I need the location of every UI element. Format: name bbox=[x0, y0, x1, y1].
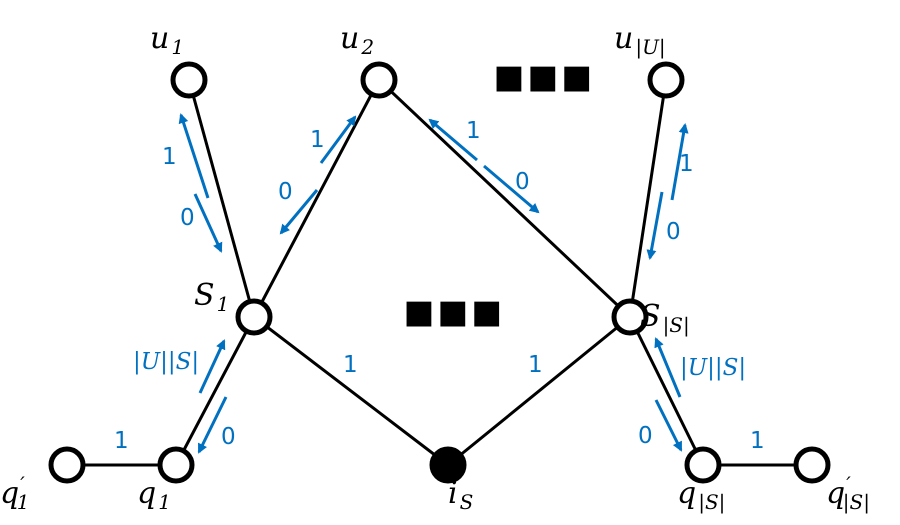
node-S1 bbox=[235, 298, 273, 336]
weight-u2-up: 1 bbox=[310, 127, 325, 153]
ellipsis-top: ▪▪▪ bbox=[492, 46, 594, 104]
arrow-u2-to-SS bbox=[483, 164, 540, 214]
weight-SS-iS: 1 bbox=[528, 352, 543, 378]
ellipsis-middle: ▪▪▪ bbox=[402, 281, 504, 339]
weight-uU-down: 0 bbox=[666, 219, 681, 245]
arrow-SS-to-qS bbox=[654, 399, 683, 452]
weight-q1-up: |U||S| bbox=[133, 349, 199, 375]
node-iS bbox=[429, 446, 467, 484]
edge-u1-S1 bbox=[187, 79, 256, 318]
node-q1p bbox=[48, 446, 86, 484]
label-qSp: q′|S| bbox=[826, 472, 870, 515]
edge-S1-iS bbox=[253, 315, 449, 467]
node-qSp bbox=[793, 446, 831, 484]
edge-uU-SS bbox=[628, 79, 668, 318]
arrow-u2-to-S1 bbox=[279, 189, 319, 235]
arrow-S1-to-u2 bbox=[319, 115, 357, 164]
weight-qS-qSp: 1 bbox=[750, 428, 765, 454]
arrow-SS-to-uU bbox=[670, 123, 689, 201]
edge-SS-iS bbox=[447, 315, 631, 467]
node-SS bbox=[611, 298, 649, 336]
weight-q1p-q1: 1 bbox=[114, 428, 129, 454]
weight-uU-up: 1 bbox=[679, 151, 694, 177]
edge-u2-SS bbox=[377, 78, 632, 319]
weight-qS-up: |U||S| bbox=[680, 355, 746, 381]
edge-S1-q1 bbox=[174, 316, 256, 466]
label-qS: q|S| bbox=[677, 476, 725, 515]
arrow-uU-to-SS bbox=[646, 191, 664, 260]
weight-u1-up: 1 bbox=[162, 144, 177, 170]
edge-SS-qS bbox=[628, 316, 705, 466]
arrow-u1-to-S1 bbox=[193, 193, 223, 253]
node-q1 bbox=[157, 446, 195, 484]
weight-q1-down: 0 bbox=[221, 424, 236, 450]
node-u1 bbox=[170, 61, 208, 99]
weight-u2-down: 0 bbox=[278, 179, 293, 205]
label-SS: S|S| bbox=[640, 299, 690, 338]
weight-u1-down: 0 bbox=[180, 205, 195, 231]
arrow-q1-to-S1 bbox=[198, 339, 226, 394]
weight-qS-down: 0 bbox=[638, 423, 653, 449]
node-u2 bbox=[360, 61, 398, 99]
arrow-S1-to-u1 bbox=[178, 113, 210, 199]
arrow-SS-to-u2 bbox=[428, 118, 478, 162]
edge-u2-S1 bbox=[252, 79, 381, 318]
arrow-qS-to-SS bbox=[654, 337, 682, 398]
label-q1p: q′1 bbox=[0, 472, 30, 514]
weight-u2-right-up: 1 bbox=[466, 118, 481, 144]
label-uU: u|U| bbox=[614, 21, 666, 60]
weight-u2-right-down: 0 bbox=[515, 169, 530, 195]
arrow-S1-to-q1 bbox=[197, 396, 228, 454]
node-uU bbox=[647, 61, 685, 99]
weight-S1-iS: 1 bbox=[343, 352, 358, 378]
node-qS bbox=[684, 446, 722, 484]
